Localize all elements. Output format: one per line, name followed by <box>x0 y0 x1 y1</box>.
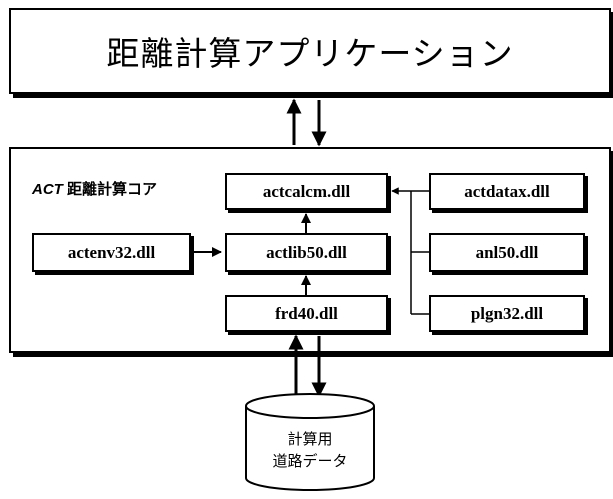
dll-actcalcm-label: actcalcm.dll <box>262 181 351 201</box>
database-label: 計算用 道路データ <box>246 428 374 472</box>
dll-actdatax: actdatax.dll <box>429 173 585 210</box>
dll-plgn32: plgn32.dll <box>429 295 585 332</box>
dll-frd40-label: frd40.dll <box>275 303 338 323</box>
dll-actlib50-label: actlib50.dll <box>266 242 347 262</box>
dll-anl50: anl50.dll <box>429 233 585 272</box>
application-box: 距離計算アプリケーション <box>9 8 611 94</box>
dll-actdatax-label: actdatax.dll <box>464 181 550 201</box>
core-acronym: ACT <box>32 181 63 198</box>
core-label: ACT 距離計算コア <box>32 178 157 199</box>
dll-plgn32-label: plgn32.dll <box>470 303 544 323</box>
application-label: 距離計算アプリケーション <box>106 34 514 73</box>
core-name: 距離計算コア <box>62 181 157 198</box>
dll-actcalcm: actcalcm.dll <box>225 173 388 210</box>
database-label-line1: 計算用 <box>287 430 333 448</box>
database-label-line2: 道路データ <box>272 452 348 470</box>
dll-actenv32: actenv32.dll <box>32 233 191 272</box>
dll-actlib50: actlib50.dll <box>225 233 388 272</box>
dll-frd40: frd40.dll <box>225 295 388 332</box>
dll-anl50-label: anl50.dll <box>475 242 539 262</box>
dll-actenv32-label: actenv32.dll <box>67 242 156 262</box>
